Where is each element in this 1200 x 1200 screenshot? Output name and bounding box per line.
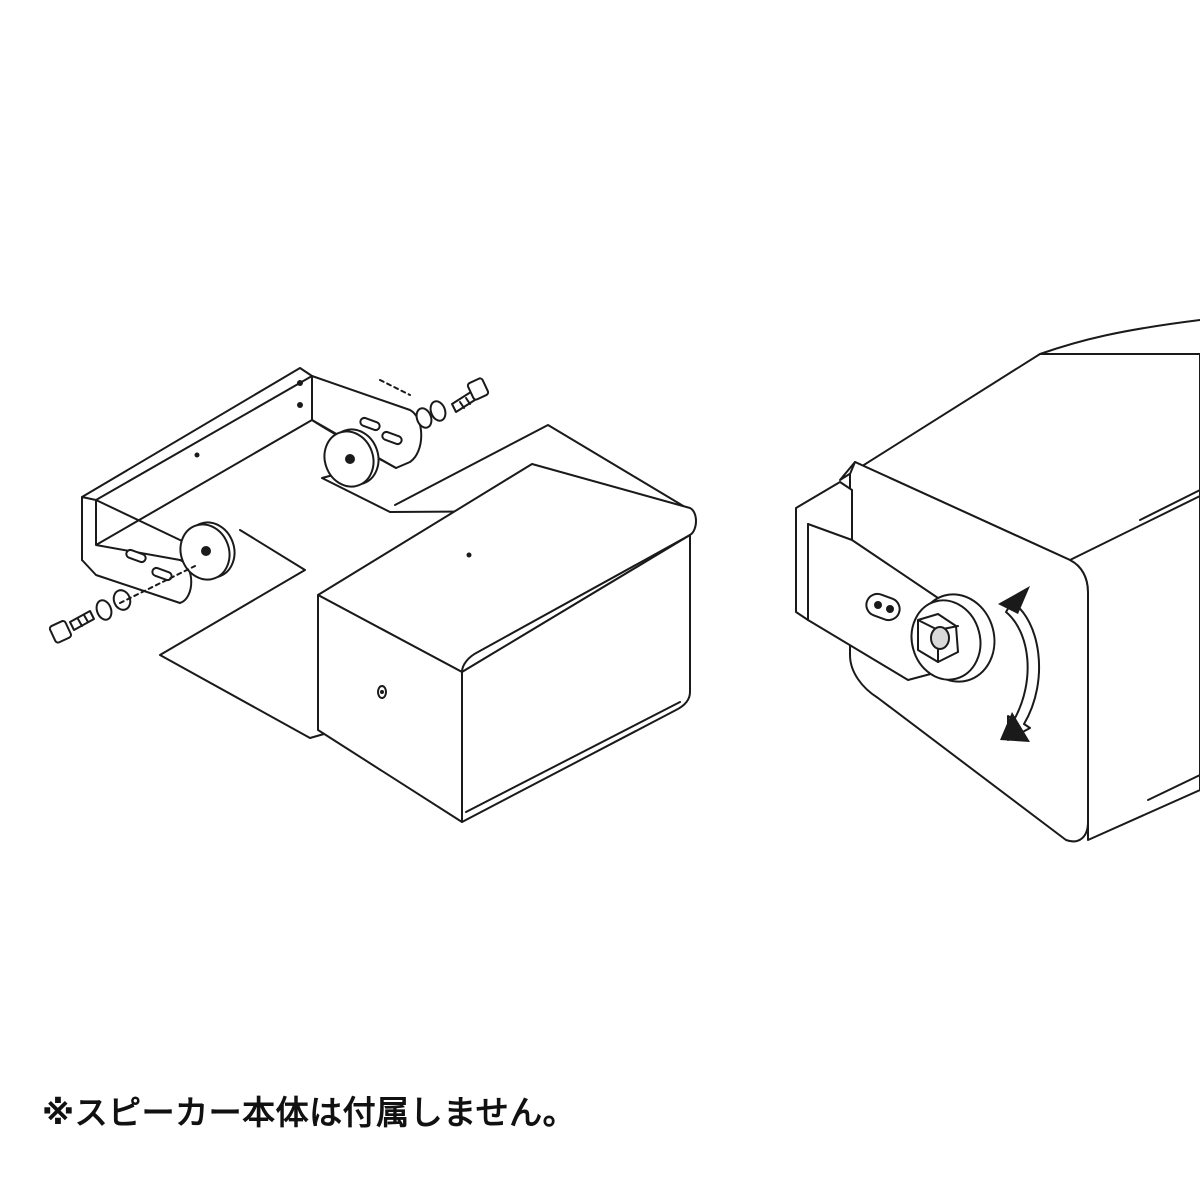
washer-icon (179, 521, 236, 581)
assembly-guide (119, 379, 411, 604)
washer-icon (323, 428, 380, 488)
caption-note: ※スピーカー本体は付属しません。 (42, 1093, 577, 1132)
bolt-icon (48, 589, 132, 644)
rotation-arrow-icon (998, 586, 1041, 742)
bolt-icon (415, 377, 490, 429)
mounted-detail (795, 319, 1200, 843)
exploded-assembly (48, 367, 697, 823)
speaker-box-icon (317, 463, 697, 823)
u-bracket-icon (81, 367, 423, 604)
bolt-icon (917, 613, 959, 663)
